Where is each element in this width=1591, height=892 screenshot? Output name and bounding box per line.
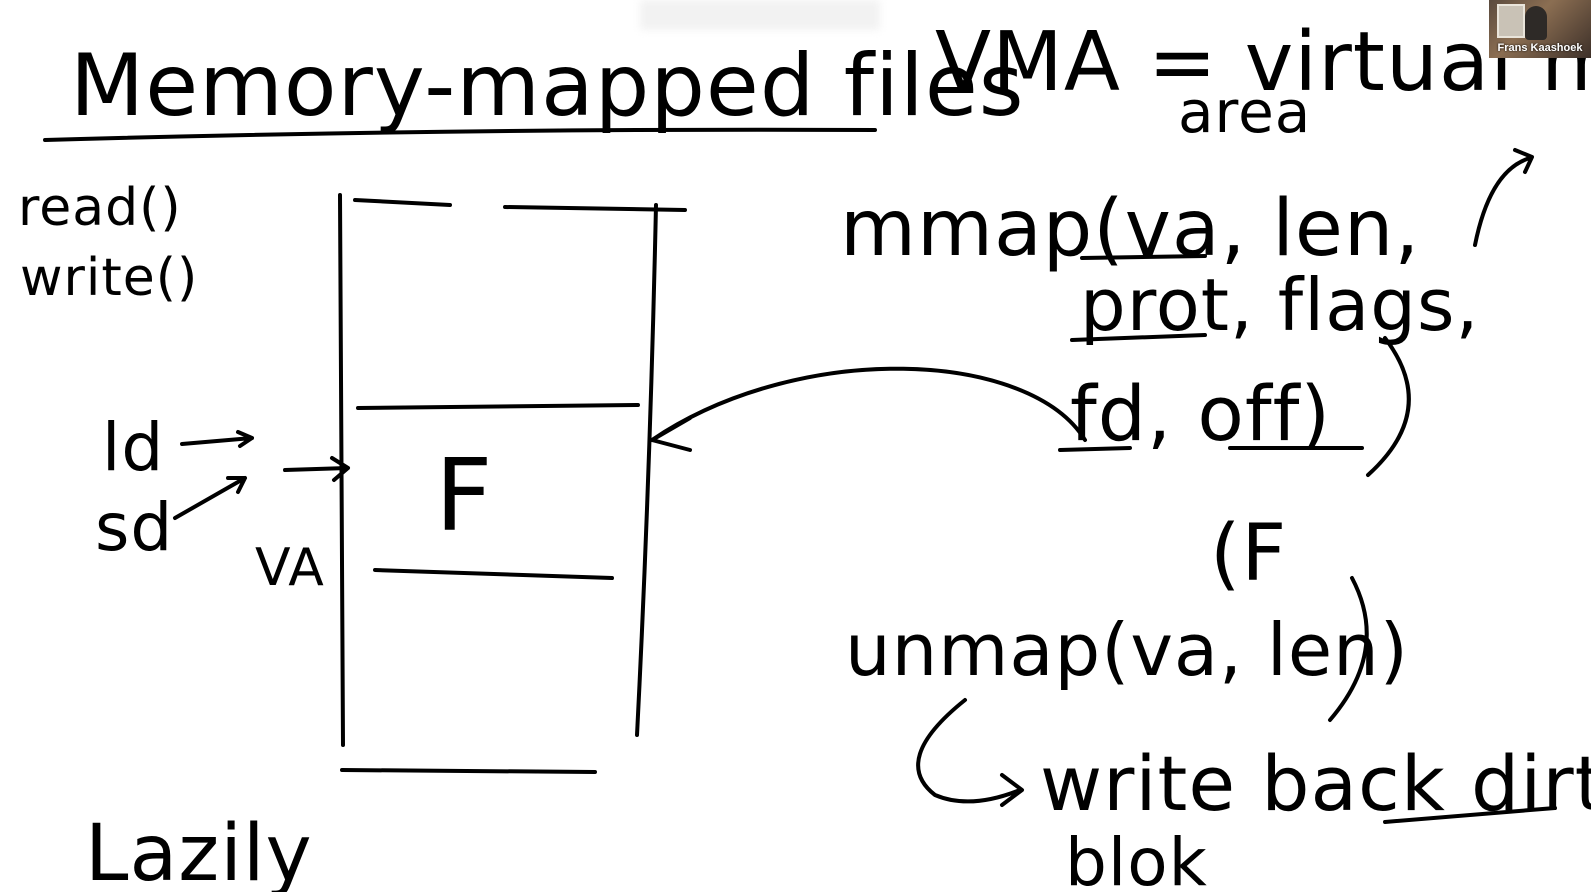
dirty-underline bbox=[1383, 806, 1557, 824]
sd-arrow bbox=[173, 476, 247, 520]
mmap-line-1: mmap(va, len, bbox=[840, 184, 1420, 274]
vma-pointer-arrow bbox=[1473, 148, 1534, 247]
ld-arrow bbox=[180, 430, 254, 448]
title-underline bbox=[43, 127, 877, 142]
participant-video-thumbnail[interactable]: Frans Kaashoek bbox=[1489, 0, 1591, 58]
region-top-line bbox=[356, 403, 640, 410]
write-back-arrow bbox=[916, 698, 1024, 807]
mmap-line-2: prot, flags, bbox=[1080, 263, 1479, 347]
top-overlay-blur bbox=[640, 0, 880, 30]
participant-silhouette bbox=[1525, 6, 1547, 40]
write-back-note: write back dirty bbox=[1040, 739, 1591, 828]
ld-label: ld bbox=[102, 409, 164, 486]
fd-off-underline bbox=[1058, 446, 1364, 452]
write-syscall: write() bbox=[20, 248, 198, 308]
lazily-note: Lazily bbox=[85, 809, 313, 892]
participant-name: Frans Kaashoek bbox=[1497, 42, 1583, 54]
vma-definition: VMA = virtual mem bbox=[935, 15, 1591, 110]
va-underline bbox=[1080, 254, 1207, 260]
mapping-arrow bbox=[650, 366, 1087, 452]
background-window bbox=[1497, 4, 1525, 38]
addr-space-right-edge bbox=[635, 203, 658, 737]
title-text: Memory-mapped files bbox=[70, 36, 1025, 136]
write-back-note-blok: blok bbox=[1065, 824, 1208, 892]
file-reference: (F bbox=[1210, 509, 1287, 599]
unmap-call: unmap(va, len) bbox=[845, 608, 1409, 692]
region-label-f: F bbox=[435, 437, 494, 554]
read-syscall: read() bbox=[18, 178, 182, 238]
addr-space-bottom-line bbox=[340, 768, 597, 774]
region-bottom-line bbox=[373, 568, 614, 580]
prot-underline bbox=[1070, 333, 1207, 342]
addr-space-left-edge bbox=[338, 193, 345, 747]
sd-label: sd bbox=[95, 489, 173, 566]
mmap-close-paren bbox=[1366, 336, 1411, 477]
vma-definition-area: area bbox=[1178, 78, 1311, 146]
mmap-line-3: fd, off) bbox=[1070, 369, 1331, 458]
va-arrow bbox=[283, 456, 350, 482]
addr-space-top-edge bbox=[353, 198, 687, 212]
unmap-bracket bbox=[1328, 576, 1369, 722]
va-label: VA bbox=[255, 538, 325, 598]
